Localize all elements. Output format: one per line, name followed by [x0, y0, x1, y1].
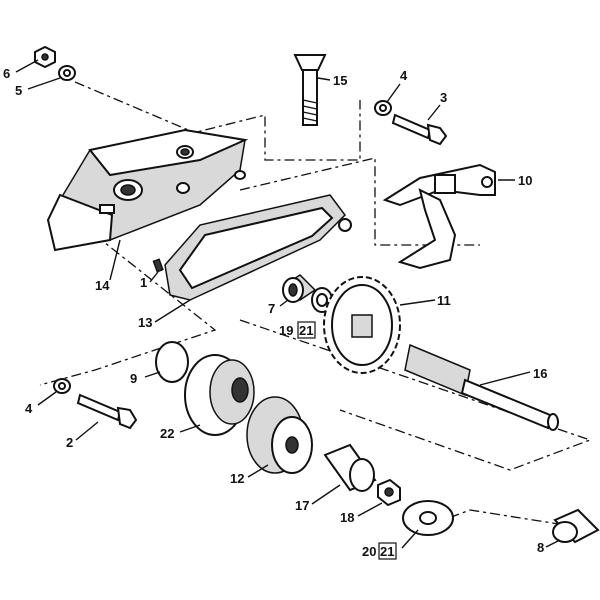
- leader-lines: [15, 59, 561, 549]
- callout-10: 10: [518, 173, 532, 188]
- part-bolt-2: [76, 393, 138, 430]
- callout-17: 17: [295, 498, 309, 513]
- part-pulley-22: [184, 354, 255, 436]
- callout-15: 15: [333, 73, 347, 88]
- callout-2: 2: [66, 435, 73, 450]
- part-screw-15: [293, 54, 327, 126]
- part-pinion-12: [246, 396, 313, 474]
- part-shift-lever: [382, 163, 496, 270]
- callout-21-lower: 21: [380, 544, 394, 559]
- callout-13: 13: [138, 315, 152, 330]
- part-housing: [46, 128, 249, 252]
- callout-16: 16: [533, 366, 547, 381]
- callout-8: 8: [537, 540, 544, 555]
- callout-22: 22: [160, 426, 174, 441]
- callout-12: 12: [230, 471, 244, 486]
- callout-6: 6: [3, 66, 10, 81]
- callout-21-box-lower: [378, 542, 397, 560]
- callout-18: 18: [340, 510, 354, 525]
- callout-5: 5: [15, 83, 22, 98]
- part-bearing-8: [552, 508, 600, 544]
- part-shaft-16: [404, 343, 559, 431]
- callout-11: 11: [437, 293, 451, 308]
- callouts: 6 5 15 4 3 10 14 1 11 7 13 19 21 16 9 4 …: [3, 66, 547, 560]
- callout-14: 14: [95, 278, 110, 293]
- callout-21-upper: 21: [299, 323, 313, 338]
- part-pin: [152, 258, 164, 273]
- callout-4-upper: 4: [400, 68, 408, 83]
- part-gasket: [164, 194, 352, 301]
- callout-4-lower: 4: [25, 401, 33, 416]
- part-ring-9: [155, 341, 189, 383]
- part-bushing-7: [282, 274, 317, 303]
- part-gear-11: [323, 276, 401, 374]
- part-sleeve-17: [323, 443, 377, 492]
- part-bolt-3: [391, 113, 448, 146]
- callout-20: 20: [362, 544, 376, 559]
- callout-9: 9: [130, 371, 137, 386]
- callout-3: 3: [440, 90, 447, 105]
- callout-7: 7: [268, 301, 275, 316]
- callout-21-box-upper: [297, 321, 316, 339]
- callout-1: 1: [140, 275, 147, 290]
- callout-19: 19: [279, 323, 293, 338]
